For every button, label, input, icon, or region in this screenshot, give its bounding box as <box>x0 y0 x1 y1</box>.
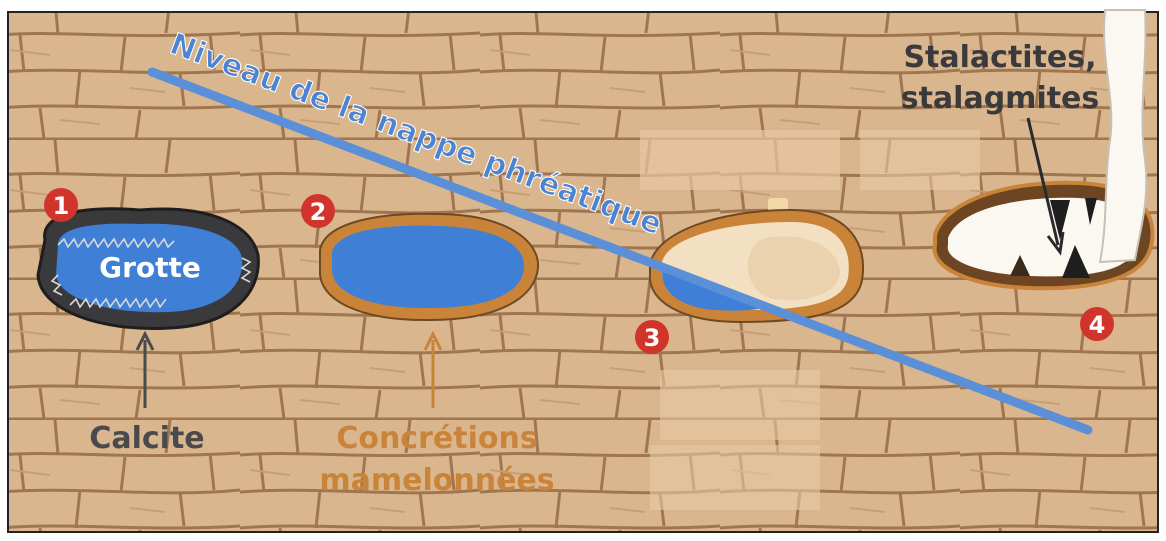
badge-4: 4 <box>1080 307 1114 341</box>
svg-text:3: 3 <box>644 324 661 352</box>
svg-text:1: 1 <box>53 192 70 220</box>
cave-2 <box>320 214 538 320</box>
caption-stalactites-line1: Stalactites, <box>903 40 1096 75</box>
badge-1: 1 <box>44 188 78 222</box>
svg-text:2: 2 <box>310 198 327 226</box>
svg-text:4: 4 <box>1089 311 1106 339</box>
faded-patch <box>640 130 840 190</box>
caption-concretions-line2: mamelonnées <box>319 463 554 498</box>
badge-3: 3 <box>635 320 669 354</box>
cave-2-water <box>332 226 524 308</box>
faded-patch <box>660 370 820 440</box>
caption-calcite: Calcite <box>89 421 204 456</box>
caption-stalactites-line2: stalagmites <box>901 81 1100 116</box>
faded-patch <box>860 130 980 190</box>
badge-2: 2 <box>301 194 335 228</box>
faded-patch <box>650 445 820 510</box>
caption-concretions-line1: Concrétions <box>336 421 537 456</box>
cave-label-grotte: Grotte <box>99 251 201 284</box>
